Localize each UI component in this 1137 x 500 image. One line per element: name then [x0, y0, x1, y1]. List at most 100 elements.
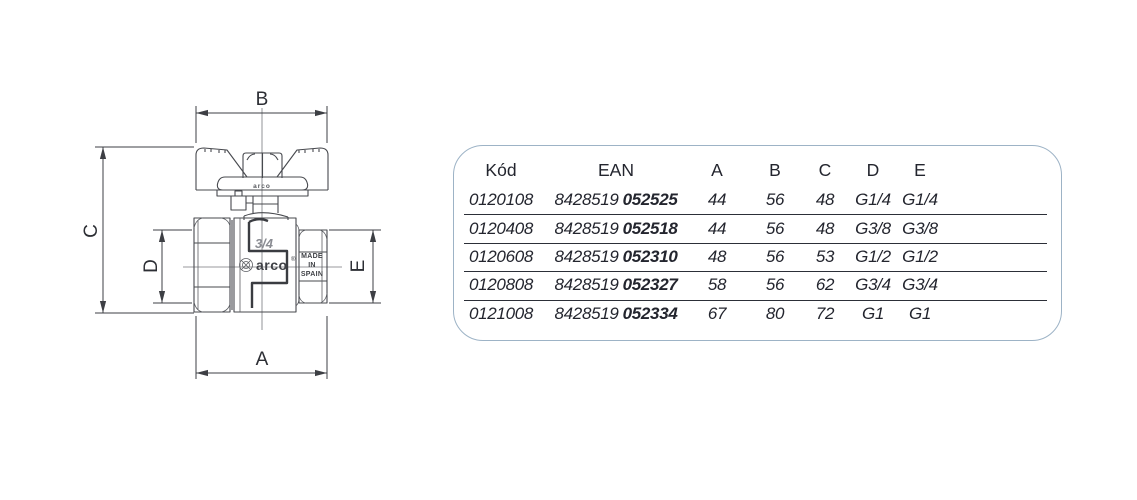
valve-technical-drawing: arco 3/4 arco ®	[81, 89, 381, 379]
dimension-a-lines	[195, 316, 328, 379]
cell-c: 48	[815, 190, 835, 210]
origin-marking-line1: MADE	[301, 253, 323, 260]
dimension-d: D	[141, 229, 192, 304]
arrow-down-icon	[369, 291, 377, 303]
cell-kod: 0121008	[468, 303, 534, 323]
arrow-right-icon	[315, 109, 327, 117]
ean-code: 052327	[622, 275, 678, 295]
cell-a: 48	[707, 246, 727, 266]
cell-d: G1	[861, 303, 885, 323]
cell-b: 56	[765, 190, 785, 210]
arrow-down-icon	[99, 301, 107, 313]
handle-brand-marking: arco	[253, 183, 271, 190]
ean-code: 052525	[622, 190, 678, 210]
arrow-up-icon	[158, 230, 166, 242]
ean-prefix: 8428519	[554, 246, 619, 266]
valve-stem	[230, 190, 279, 213]
origin-marking-line2: IN	[308, 262, 316, 269]
dimension-e: E	[329, 229, 381, 304]
cell-d: G3/4	[855, 275, 891, 295]
column-header-ean: EAN	[598, 159, 634, 180]
left-hex-chamfers	[193, 217, 231, 313]
dimension-b: B	[195, 89, 328, 143]
ean-prefix: 8428519	[554, 190, 619, 210]
dimension-a-label: A	[256, 349, 269, 370]
cell-e: G1/4	[902, 190, 938, 210]
arrow-left-icon	[196, 369, 208, 377]
swirl-outer	[239, 258, 253, 272]
cell-a: 58	[707, 275, 727, 295]
dimension-e-label: E	[348, 260, 369, 273]
stem-lines	[230, 190, 279, 213]
cell-c: 62	[815, 275, 835, 295]
dimension-b-lines	[195, 106, 328, 143]
cell-d: G1/4	[855, 190, 891, 210]
body-center: 3/4 arco ®	[231, 212, 300, 313]
valve-handle: arco	[195, 147, 329, 197]
center-outline	[231, 217, 297, 313]
cell-a: 67	[707, 303, 727, 323]
dimension-d-lines	[153, 229, 192, 304]
table-row-divider	[464, 242, 1047, 244]
size-marking: 3/4	[255, 236, 274, 251]
table-row-divider	[464, 271, 1047, 273]
cell-b: 80	[765, 303, 785, 323]
dimension-c-label: C	[81, 224, 102, 238]
ean-code: 052334	[622, 303, 678, 323]
table-header-row: Kód EAN A B C D E	[454, 146, 1061, 186]
ean-code: 052518	[622, 218, 678, 238]
neck-curve	[243, 212, 289, 220]
cell-e: G3/4	[902, 275, 938, 295]
column-header-a: A	[711, 159, 723, 180]
handle-hex-nut	[242, 152, 283, 178]
registered-mark: ®	[291, 256, 296, 263]
dimension-e-lines	[329, 229, 381, 304]
cell-b: 56	[765, 246, 785, 266]
ean-prefix: 8428519	[554, 218, 619, 238]
column-header-kod: Kód	[485, 159, 517, 180]
swirl-lines	[241, 260, 251, 270]
cell-e: G1/2	[902, 246, 938, 266]
dimension-b-label: B	[256, 89, 269, 110]
cell-d: G1/2	[855, 246, 891, 266]
cell-c: 72	[815, 303, 835, 323]
table-row-divider	[464, 299, 1047, 301]
cell-c: 53	[815, 246, 835, 266]
swirl-inner	[242, 261, 250, 269]
handle-wings	[195, 147, 329, 191]
cell-c: 48	[815, 218, 835, 238]
cell-b: 56	[765, 218, 785, 238]
dimension-d-label: D	[141, 259, 162, 273]
table-row-divider	[464, 214, 1047, 216]
cell-b: 56	[765, 275, 785, 295]
body-right-hex: MADE IN SPAIN	[298, 229, 328, 304]
cell-e: G1	[908, 303, 932, 323]
ean-prefix: 8428519	[554, 275, 619, 295]
ean-code: 052310	[622, 246, 678, 266]
cell-e: G3/8	[902, 218, 938, 238]
arrow-down-icon	[158, 291, 166, 303]
column-header-e: E	[914, 159, 926, 180]
column-header-b: B	[769, 159, 781, 180]
ean-prefix: 8428519	[554, 303, 619, 323]
left-hex-outline	[193, 217, 231, 313]
brand-marking: arco	[256, 257, 288, 273]
dimension-c-lines	[95, 146, 194, 314]
arrow-up-icon	[369, 230, 377, 242]
cell-d: G3/8	[855, 218, 891, 238]
column-header-c: C	[818, 159, 832, 180]
cell-a: 44	[707, 190, 727, 210]
origin-marking-line3: SPAIN	[301, 271, 323, 278]
arrow-left-icon	[196, 109, 208, 117]
cell-kod: 0120108	[468, 190, 534, 210]
right-hex-chamfers	[298, 229, 328, 304]
dimension-c: C	[81, 146, 194, 314]
